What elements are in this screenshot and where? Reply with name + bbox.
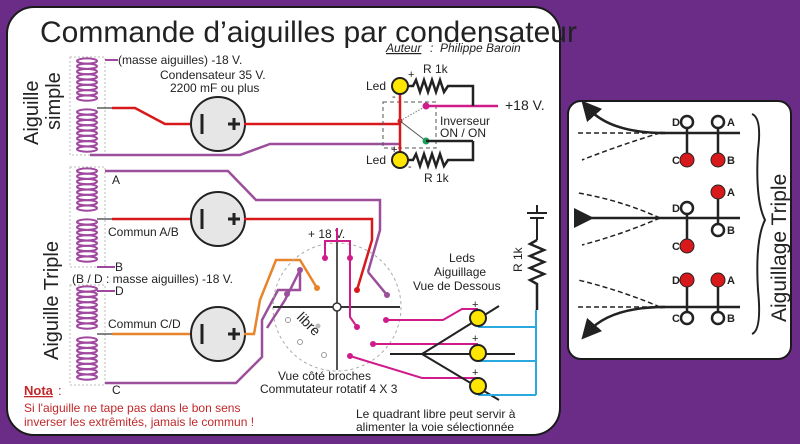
r1k-leds-label: R 1k [511,246,525,272]
author-label: Auteur [385,41,422,55]
side-B-2: B [727,225,735,237]
quadrant-note-1: Le quadrant libre peut servir à [356,407,516,421]
side-C-2: C [672,241,680,253]
wire-A [105,169,382,273]
side-C-1: C [672,155,680,167]
nota-line-1: Si l'aiguille ne tape pas dans le bon se… [24,401,240,415]
coil-loop [76,255,98,263]
side-C-3: C [672,313,680,325]
side-diagram [574,100,767,340]
coil-loop [76,145,98,153]
leds-track [390,305,515,401]
leds-cyan-wiring [478,310,537,396]
coil-loop [76,94,98,102]
led-bottom-plus: + [391,144,397,156]
track-arrow-3 [581,305,666,340]
led-3-plus: + [472,367,478,379]
label-D: D [115,284,124,298]
label-A: A [112,173,120,187]
wire-led-1 [386,308,478,321]
nota-label: Nota [24,383,54,398]
capacitor-ab [190,191,246,247]
wire-commun-ab [244,217,374,291]
side-title: Aiguillage Triple [768,174,791,322]
inverseur-label-1: Inverseur [440,114,490,128]
coil-loop [76,322,98,330]
wire-simple-return [90,142,400,157]
capacitor-simple [190,96,246,152]
led-top-minus: - [392,91,396,103]
coil-simple [69,56,106,156]
triple-side-label: Aiguille Triple [41,241,63,360]
coil-loop [76,373,98,381]
libre-label: libre [294,309,324,339]
cap-label-2: 2200 mF ou plus [170,81,259,95]
triple-masse-label: (B / D : masse aiguilles) -18 V. [72,272,233,286]
led-bottom-label: Led [366,153,386,167]
author-sep: : [430,41,433,55]
side-A-3: A [727,275,735,287]
author-name: Philippe Baroin [440,41,521,55]
inverseur-label-2: ON / ON [440,126,486,140]
coil-triple-ab [69,166,106,268]
wire-simple-minus [112,106,200,126]
leds-label-3: Vue de Dessous [413,279,501,293]
r-bottom-label: R 1k [424,171,450,185]
track-arrow-1 [581,100,666,135]
led-top-label: Led [366,79,386,93]
nota-line-2: inverser les extrêmités, jamais le commu… [24,415,254,429]
main-panel [6,6,561,436]
wire-C [105,268,302,385]
resistor-bottom [408,141,475,170]
label-C: C [112,383,121,397]
side-D-3: D [672,275,680,287]
resistor-top [408,76,475,106]
wire-D [265,269,302,329]
resistor-leds [526,238,548,310]
side-D-2: D [672,203,680,215]
leds-label-1: Leds [449,251,475,265]
led-aiguillage-2 [469,344,487,362]
rotary-label-2: Commutateur rotatif 4 X 3 [260,382,398,396]
commun-ab-label: Commun A/B [108,225,179,239]
simple-side-label-2: simple [43,72,65,130]
quadrant-note-2: alimenter la voie sélectionnée [356,420,514,434]
triple-plus18-label: + 18 V. [308,227,345,241]
led-1-plus: + [472,299,478,311]
page-title: Commande d’aiguilles par condensateur [40,16,577,49]
leds-label-2: Aiguillage [434,265,486,279]
coil-triple-cd [69,284,106,386]
inverseur-box [382,101,437,149]
simple-side-label-1: Aiguille [21,81,43,145]
led-aiguillage-1 [469,309,487,327]
simple-plus18-label: +18 V. [505,97,545,113]
wire-commun-cd [244,258,319,336]
capacitor-cd [190,306,246,362]
nota-sep: : [58,383,62,398]
side-B-3: B [727,313,735,325]
battery-symbol [527,205,547,240]
wire-led-3 [349,355,478,379]
side-D-1: D [672,117,680,129]
led-aiguillage-3 [469,377,487,395]
led-2-plus: + [472,333,478,345]
rotary-label-1: Vue côté broches [278,369,371,383]
side-A-1: A [727,117,735,129]
led-bottom-minus: - [408,161,412,173]
r-top-label: R 1k [423,62,449,76]
coil-loop [76,204,98,212]
side-B-1: B [727,155,735,167]
rotary-switch [272,235,402,372]
label-B: B [115,260,123,274]
commun-cd-label: Commun C/D [108,317,181,331]
simple-masse-label: (masse aiguilles) -18 V. [118,53,242,67]
side-A-2: A [727,187,735,199]
cap-label-1: Condensateur 35 V. [160,68,266,82]
led-top-plus: + [408,69,414,81]
side-panel [567,100,792,360]
